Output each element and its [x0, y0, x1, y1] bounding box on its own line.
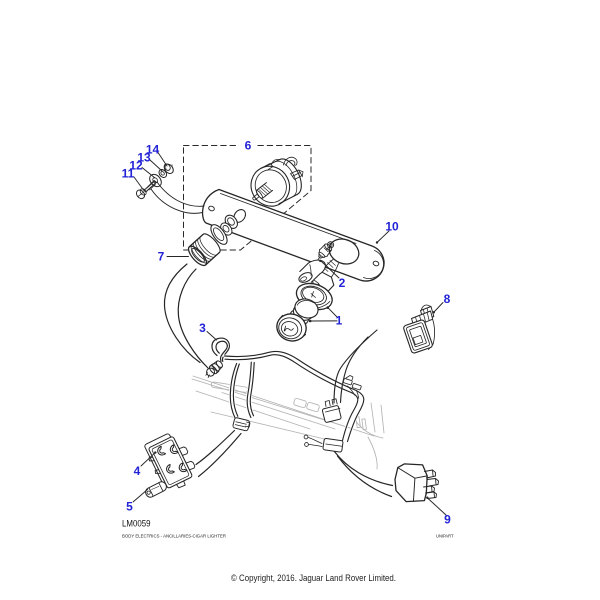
svg-text:1: 1	[336, 314, 343, 328]
svg-text:2: 2	[339, 276, 346, 290]
svg-text:7: 7	[158, 250, 165, 264]
svg-text:11: 11	[122, 167, 135, 181]
svg-text:LM0059: LM0059	[122, 519, 151, 530]
svg-text:4: 4	[134, 464, 141, 478]
svg-text:10: 10	[385, 220, 399, 234]
svg-text:6: 6	[245, 139, 252, 153]
svg-text:3: 3	[199, 321, 206, 335]
svg-text:12: 12	[129, 159, 143, 173]
svg-text:5: 5	[126, 500, 133, 514]
svg-text:13: 13	[137, 151, 151, 165]
svg-text:BODY ELECTRICS - ANCILLARIES-C: BODY ELECTRICS - ANCILLARIES-CIGAR LIGHT…	[122, 534, 227, 539]
svg-text:UNIPART: UNIPART	[436, 534, 454, 539]
svg-text:14: 14	[146, 143, 160, 157]
svg-text:8: 8	[444, 292, 451, 306]
svg-text:© Copyright, 2016. Jaguar Land: © Copyright, 2016. Jaguar Land Rover Lim…	[231, 573, 396, 583]
svg-text:9: 9	[444, 513, 451, 527]
